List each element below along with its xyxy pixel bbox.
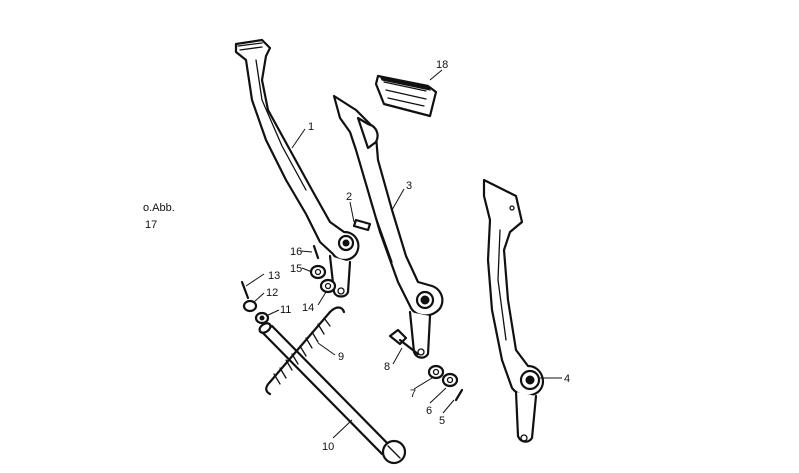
- callout-10: 10: [322, 441, 334, 453]
- part-12-nut: [242, 299, 258, 313]
- callout-7: 7: [410, 388, 416, 400]
- part-4-right-lever: [482, 178, 545, 443]
- callout-6: 6: [426, 405, 432, 417]
- part-16-pin: [312, 244, 320, 260]
- leader-lines: [245, 69, 562, 439]
- part-15-washer: [309, 264, 327, 280]
- callout-4: 4: [564, 373, 570, 385]
- callout-14: 14: [302, 302, 314, 314]
- part-2-pin: [352, 218, 372, 232]
- callout-2: 2: [346, 191, 352, 203]
- part-9-spring: [265, 306, 346, 396]
- part-18-pedal-pad: [374, 74, 438, 118]
- callout-16: 16: [290, 246, 302, 258]
- part-14-washer: [319, 278, 337, 294]
- callout-15: 15: [290, 263, 302, 275]
- part-1-brake-pedal: [234, 38, 360, 298]
- part-7-washer: [427, 364, 445, 380]
- part-8-bolt: [388, 328, 420, 356]
- part-5-cotter-pin: [454, 388, 464, 402]
- note-part-number: 17: [145, 219, 158, 231]
- callout-8: 8: [384, 361, 390, 373]
- callout-13: 13: [268, 270, 280, 282]
- callout-3: 3: [406, 180, 412, 192]
- callout-9: 9: [338, 351, 344, 363]
- part-6-washer: [441, 372, 459, 388]
- callout-5: 5: [439, 415, 445, 427]
- callout-11: 11: [280, 304, 291, 316]
- callout-18: 18: [436, 59, 448, 71]
- part-13-cotter-pin: [240, 280, 250, 300]
- note-not-shown-label: o.Abb.: [143, 202, 175, 214]
- part-3-middle-lever: [332, 94, 444, 359]
- callout-1: 1: [308, 121, 314, 133]
- part-11-washer: [254, 311, 270, 325]
- callout-12: 12: [266, 287, 278, 299]
